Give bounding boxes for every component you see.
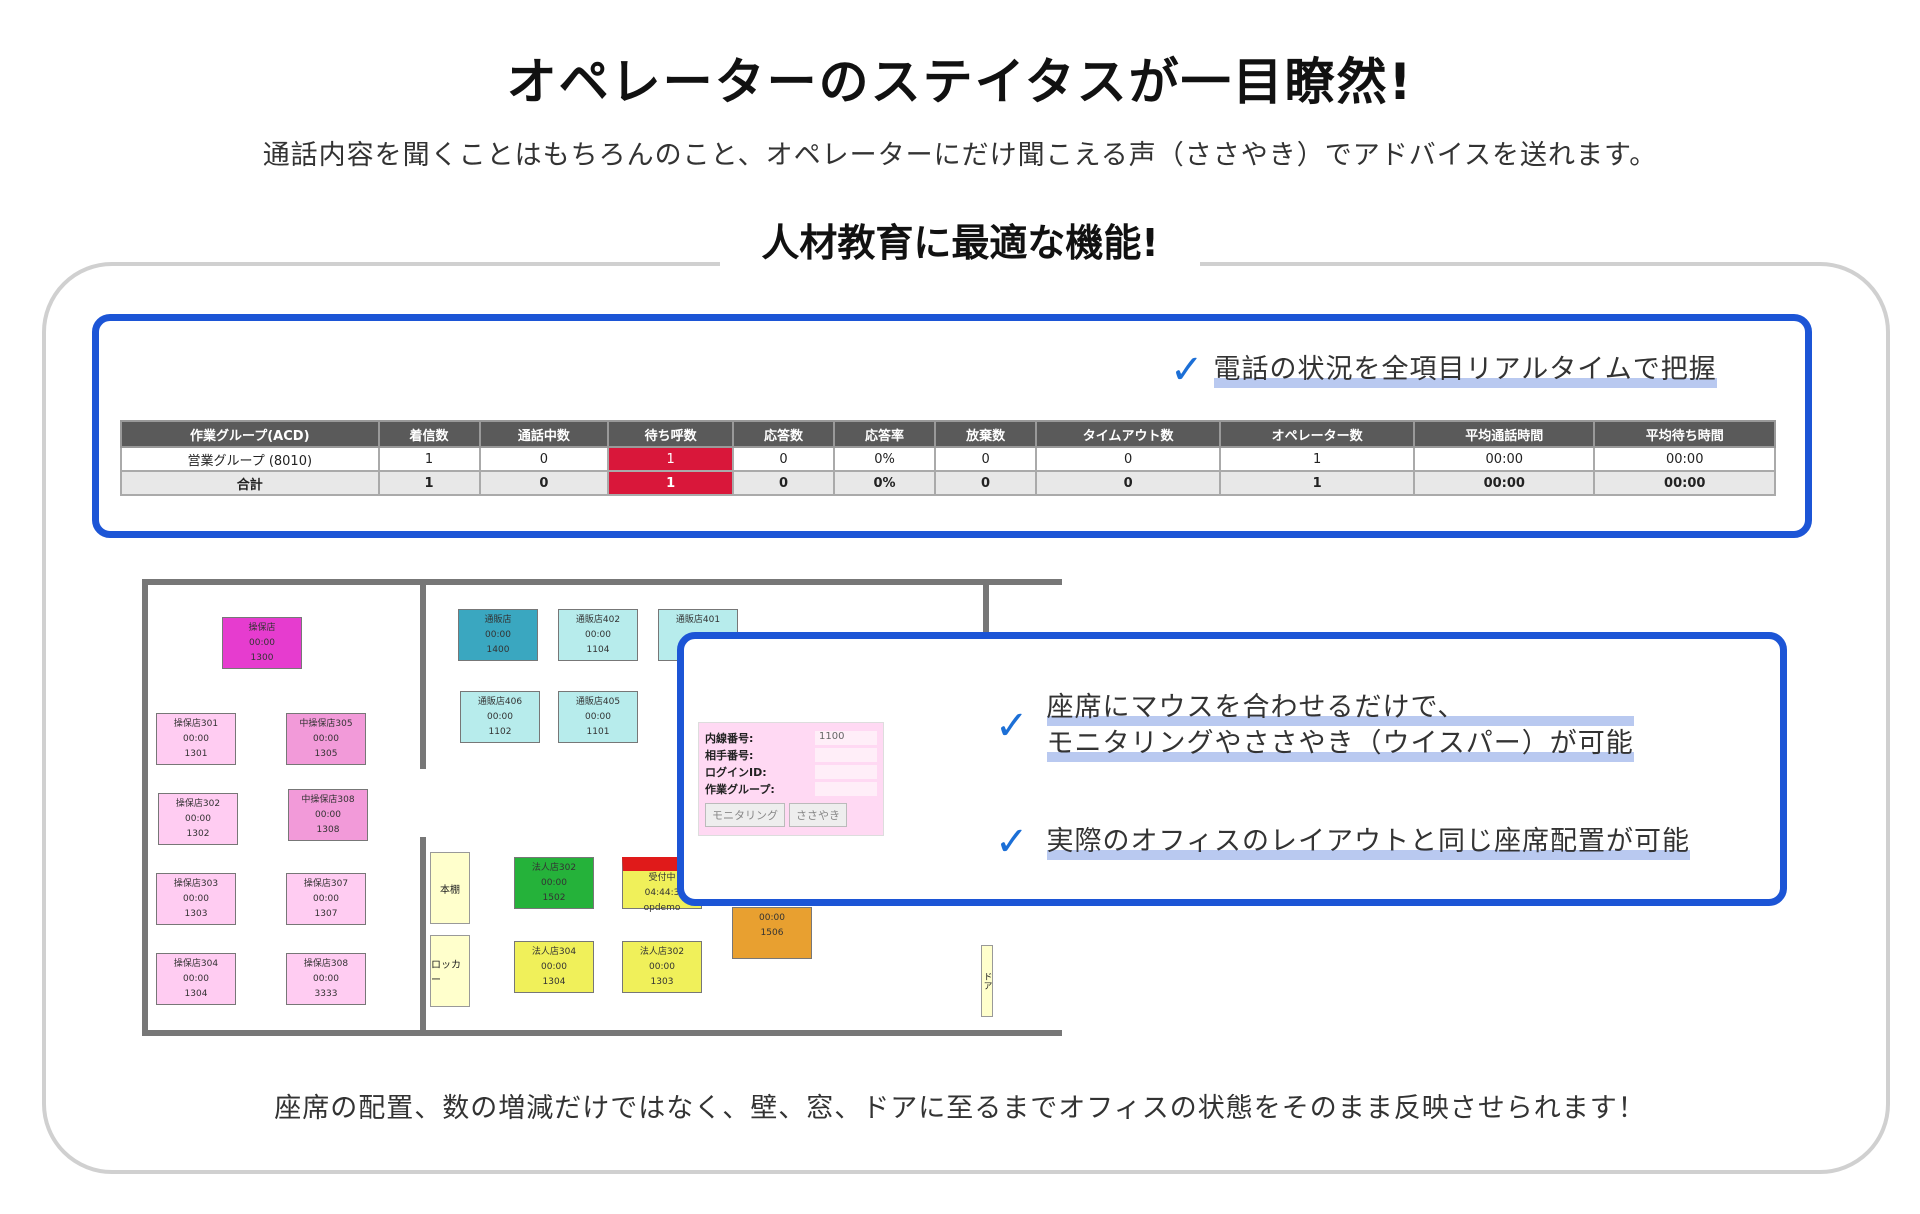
- col-header: 放棄数: [934, 420, 1038, 448]
- wall: [420, 837, 426, 1035]
- table-cell: 0: [731, 470, 835, 496]
- check-icon: ✓: [995, 703, 1029, 749]
- feature-realtime-text: 電話の状況を全項目リアルタイムで把握: [1213, 352, 1717, 388]
- col-header: 応答率: [832, 420, 937, 448]
- table-row: 営業グループ (8010) 1 0 1 0 0% 0 0 1 00:00 00:…: [120, 446, 1776, 472]
- table-cell-alert: 1: [607, 446, 734, 472]
- footer-text: 座席の配置、数の増減だけではなく、壁、窓、ドアに至るまでオフィスの状態をそのまま…: [274, 1093, 1646, 1124]
- table-cell: 0: [731, 446, 835, 472]
- feature-layout: ✓ 実際のオフィスのレイアウトと同じ座席配置が可能: [995, 822, 1690, 862]
- popup-label: 相手番号:: [705, 748, 754, 762]
- wall: [420, 579, 426, 769]
- popup-value: [815, 781, 877, 796]
- wall: [983, 585, 989, 645]
- popup-value: [815, 747, 877, 762]
- col-header: 応答数: [731, 420, 835, 448]
- table-cell: 00:00: [1593, 470, 1776, 496]
- popup-label: 内線番号:: [705, 731, 754, 745]
- door: ドア: [981, 945, 993, 1017]
- col-header: オペレーター数: [1219, 420, 1416, 448]
- table-cell: 0: [478, 446, 610, 472]
- whisper-button[interactable]: ささやき: [789, 803, 847, 827]
- table-cell: 0: [934, 446, 1038, 472]
- check-icon: ✓: [1170, 347, 1204, 393]
- section-title: 人材教育に最適な機能!: [720, 212, 1200, 267]
- cabinet: 本棚: [430, 852, 470, 924]
- table-cell: 営業グループ (8010): [120, 446, 380, 472]
- feature-monitoring-line2: モニタリングやささやき（ウイスパー）が可能: [1046, 726, 1634, 762]
- main-title: オペレーターのステイタスが一目瞭然!: [506, 53, 1414, 111]
- table-cell: 合計: [120, 470, 380, 496]
- table-cell: 0: [1035, 446, 1222, 472]
- col-header: タイムアウト数: [1035, 420, 1222, 448]
- feature-layout-text: 実際のオフィスのレイアウトと同じ座席配置が可能: [1046, 824, 1690, 860]
- table-cell: 0%: [832, 446, 937, 472]
- popup-value: 1100: [815, 730, 877, 745]
- col-header: 平均通話時間: [1413, 420, 1596, 448]
- popup-value: [815, 764, 877, 779]
- table-cell: 0: [478, 470, 610, 496]
- popup-label: ログインID:: [705, 765, 767, 779]
- col-header: 通話中数: [478, 420, 610, 448]
- feature-monitoring-line1: 座席にマウスを合わせるだけで、: [1046, 690, 1634, 726]
- feature-monitoring: ✓ 座席にマウスを合わせるだけで、 モニタリングやささやき（ウイスパー）が可能: [995, 690, 1634, 762]
- subtitle: 通話内容を聞くことはもちろんのこと、オペレーターにだけ聞こえる声（ささやき）でア…: [262, 140, 1658, 171]
- popup-label: 作業グループ:: [705, 782, 775, 796]
- table-cell: 1: [377, 470, 481, 496]
- col-header: 平均待ち時間: [1593, 420, 1776, 448]
- monitor-button[interactable]: モニタリング: [705, 803, 785, 827]
- seat-info-popup: 内線番号: 1100 相手番号: ログインID: 作業グループ: モニタリング さ…: [698, 722, 884, 836]
- check-icon: ✓: [995, 819, 1029, 865]
- table-cell: 00:00: [1413, 470, 1596, 496]
- table-row-total: 合計 1 0 1 0 0% 0 0 1 00:00 00:00: [120, 470, 1776, 496]
- stats-table: 作業グループ(ACD) 着信数 通話中数 待ち呼数 応答数 応答率 放棄数 タイ…: [120, 420, 1776, 496]
- table-cell: 0%: [832, 470, 937, 496]
- table-cell: 00:00: [1413, 446, 1596, 472]
- table-cell: 00:00: [1593, 446, 1776, 472]
- table-cell: 1: [377, 446, 481, 472]
- feature-realtime: ✓ 電話の状況を全項目リアルタイムで把握: [1170, 350, 1717, 390]
- table-cell: 1: [1219, 446, 1416, 472]
- table-cell: 0: [1035, 470, 1222, 496]
- table-cell-alert: 1: [607, 470, 734, 496]
- col-header: 作業グループ(ACD): [120, 420, 380, 448]
- wall: [142, 579, 148, 1035]
- table-cell: 0: [934, 470, 1038, 496]
- locker: ロッカー: [430, 935, 470, 1007]
- wall: [142, 1030, 1062, 1036]
- col-header: 着信数: [377, 420, 481, 448]
- col-header: 待ち呼数: [607, 420, 734, 448]
- table-cell: 1: [1219, 470, 1416, 496]
- wall: [142, 579, 1062, 585]
